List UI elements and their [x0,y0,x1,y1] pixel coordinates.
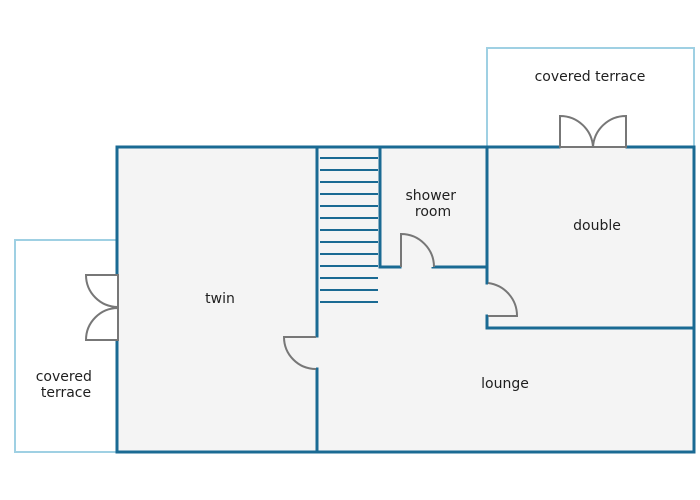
covered-terrace-left-area [14,239,118,453]
double-room-door [487,282,519,317]
covered-terrace-left-label-line-2: terrace [41,385,91,401]
room-label-lounge: lounge [481,376,529,392]
room-labels: covered terrace shower room double twin … [36,69,646,401]
terrace-door-top-right [591,114,627,148]
room-label-double: double [573,218,621,234]
interior-doors [282,232,519,370]
staircase [320,157,378,303]
covered-terrace-top-area [486,47,695,148]
twin-door [282,336,317,370]
walls [115,145,696,454]
shower-room-label-line-2: room [415,204,451,220]
room-label-covered-terrace-left: covered terrace [36,369,97,401]
interior-floor [117,147,694,452]
terrace-door-left-lower [84,306,119,341]
shower-room-label-line-1: shower [405,188,456,204]
covered-terrace-left-label-line-1: covered [36,369,92,385]
room-label-twin: twin [205,291,235,307]
terrace-door-left-upper [84,274,119,309]
doors [84,114,627,341]
room-label-covered-terrace-top: covered terrace [535,69,646,85]
shower-room-door [400,232,435,268]
room-label-shower-room: shower room [405,188,460,220]
